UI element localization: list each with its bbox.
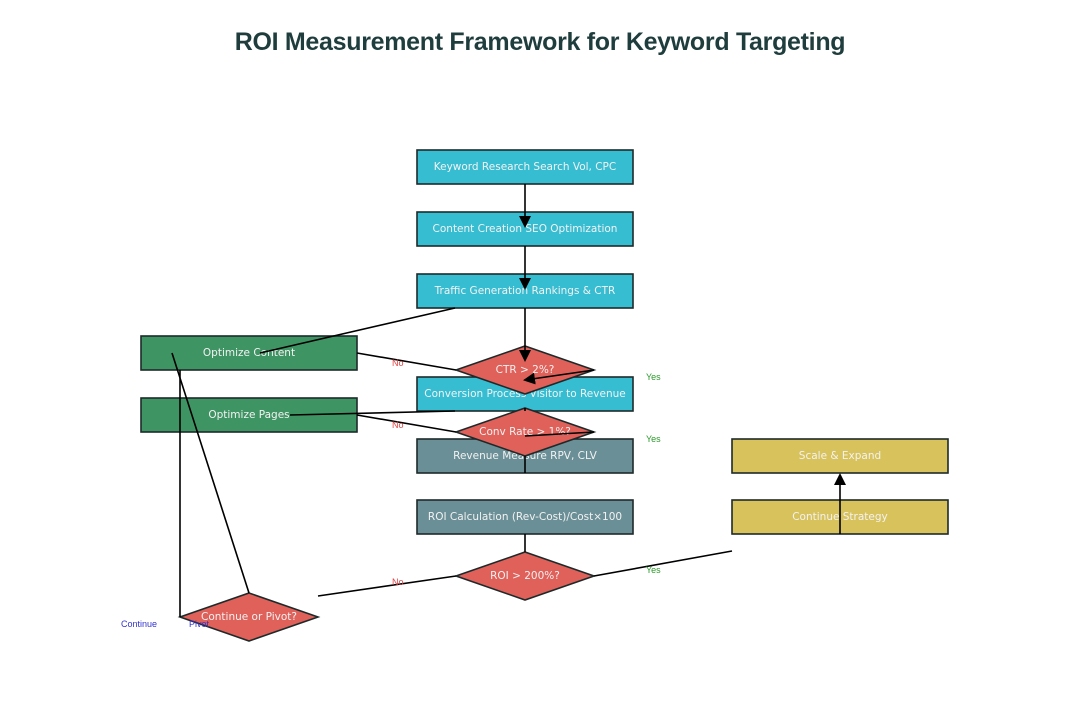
diagram-title: ROI Measurement Framework for Keyword Ta… <box>234 28 846 56</box>
label-ctr-yes: Yes <box>646 372 661 382</box>
decision-roi-label: ROI > 200%? <box>490 570 560 582</box>
decision-continue-or-pivot[interactable]: Continue or Pivot? <box>177 592 321 642</box>
edge-ctr-no-to-optimize-content <box>356 352 457 371</box>
label-pivot: Pivot <box>189 619 210 629</box>
decision-ctr[interactable]: CTR > 2%? <box>453 345 597 395</box>
node-scale-expand[interactable]: Scale & Expand <box>731 438 949 474</box>
node-scale-expand-label: Scale & Expand <box>799 450 881 462</box>
label-roi-no: No <box>392 577 404 587</box>
node-traffic-generation-label: Traffic Generation Rankings & CTR <box>434 285 616 297</box>
edge-optimize-pages-to-conversion <box>289 410 456 416</box>
node-optimize-content[interactable]: Optimize Content <box>140 335 358 371</box>
decision-continue-or-pivot-label: Continue or Pivot? <box>201 611 297 623</box>
node-content-creation-label: Content Creation SEO Optimization <box>433 223 618 235</box>
node-keyword-research-label: Keyword Research Search Vol, CPC <box>434 161 616 173</box>
node-roi-calculation-label: ROI Calculation (Rev-Cost)/Cost×100 <box>428 511 622 523</box>
edge-pivot-to-optimize-content <box>171 352 250 594</box>
label-conv-no: No <box>392 420 404 430</box>
edge-optimize-content-to-traffic <box>259 307 456 354</box>
label-continue: Continue <box>121 619 157 629</box>
node-optimize-pages-label: Optimize Pages <box>208 409 289 421</box>
decision-ctr-label: CTR > 2%? <box>496 364 555 376</box>
node-optimize-pages[interactable]: Optimize Pages <box>140 397 358 433</box>
decision-roi[interactable]: ROI > 200%? <box>453 551 597 601</box>
edge-conv-no-to-optimize-pages <box>356 414 457 433</box>
edge-ctr-yes-to-conversion <box>523 369 595 385</box>
edge-roi-no-to-pivot <box>317 575 457 597</box>
edge-roi-yes-to-continue-strategy <box>593 550 733 577</box>
edge-conv-yes-to-revenue <box>524 431 595 437</box>
label-ctr-no: No <box>392 358 404 368</box>
node-keyword-research[interactable]: Keyword Research Search Vol, CPC <box>416 149 634 185</box>
label-roi-yes: Yes <box>646 565 661 575</box>
label-conv-yes: Yes <box>646 434 661 444</box>
decision-conv-rate-label: Conv Rate > 1%? <box>479 426 571 438</box>
node-roi-calculation[interactable]: ROI Calculation (Rev-Cost)/Cost×100 <box>416 499 634 535</box>
